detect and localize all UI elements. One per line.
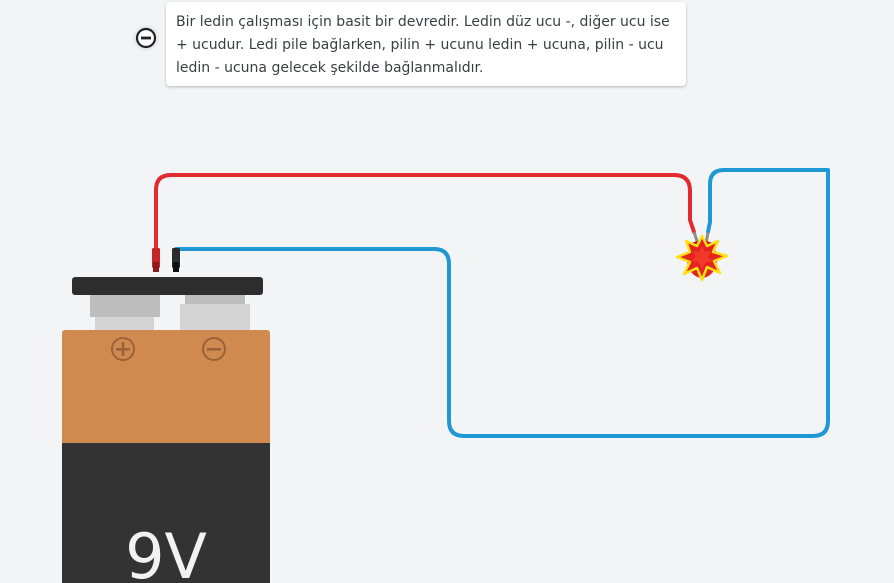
battery-cap: [72, 277, 263, 295]
note-collapse-button[interactable]: [133, 25, 159, 51]
battery-negative-connector[interactable]: [172, 248, 180, 272]
battery[interactable]: 9V: [62, 277, 270, 583]
battery-negative-terminal-icon: [202, 337, 226, 361]
led[interactable]: [675, 231, 729, 282]
minus-circle-icon: [135, 27, 157, 49]
battery-positive-terminal-icon: [111, 337, 135, 361]
battery-bottom-body: [62, 443, 270, 583]
battery-positive-connector[interactable]: [152, 248, 160, 272]
battery-voltage-label: 9V: [125, 520, 207, 583]
negative-wire[interactable]: [174, 168, 830, 438]
circuit-note-text: Bir ledin çalışması için basit bir devre…: [176, 14, 670, 76]
battery-top-body: [62, 330, 270, 445]
positive-wire[interactable]: [154, 173, 696, 252]
circuit-note: Bir ledin çalışması için basit bir devre…: [166, 2, 686, 86]
